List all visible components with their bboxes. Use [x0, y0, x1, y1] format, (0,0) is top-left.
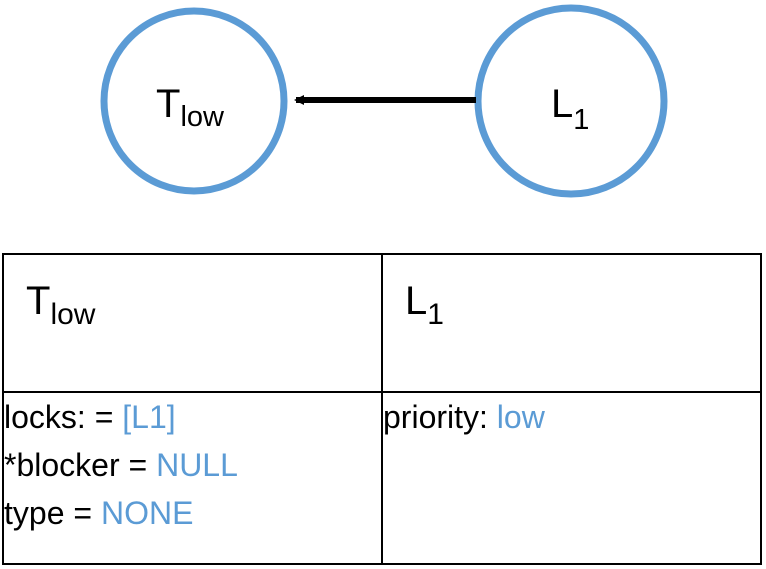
node-l1: L1 [474, 4, 668, 198]
node-tlow: Tlow [100, 7, 288, 195]
header-l1: L1 [405, 279, 444, 331]
node-l1-circle [474, 4, 668, 198]
node-tlow-circle [100, 7, 288, 195]
state-table-body-row: locks: = [L1] *blocker = NULL type = NON… [2, 391, 762, 565]
field-priority: priority: low [383, 399, 545, 435]
header-tlow: Tlow [26, 279, 96, 331]
header-cell-l1: L1 [381, 253, 762, 393]
field-blocker: *blocker = NULL [4, 447, 238, 483]
state-table-header-row: Tlow L1 [2, 253, 762, 393]
field-locks: locks: = [L1] [4, 399, 176, 435]
field-type: type = NONE [4, 495, 194, 531]
node-tlow-label: Tlow [156, 82, 225, 133]
l1-fields-cell: priority: low [381, 391, 762, 565]
header-cell-tlow: Tlow [2, 253, 383, 393]
state-table: Tlow L1 locks: = [L1] *blocker = NULL ty… [2, 253, 762, 565]
resource-graph: Tlow L1 [100, 4, 668, 198]
node-l1-label: L1 [551, 82, 589, 136]
tlow-fields-cell: locks: = [L1] *blocker = NULL type = NON… [2, 391, 383, 565]
